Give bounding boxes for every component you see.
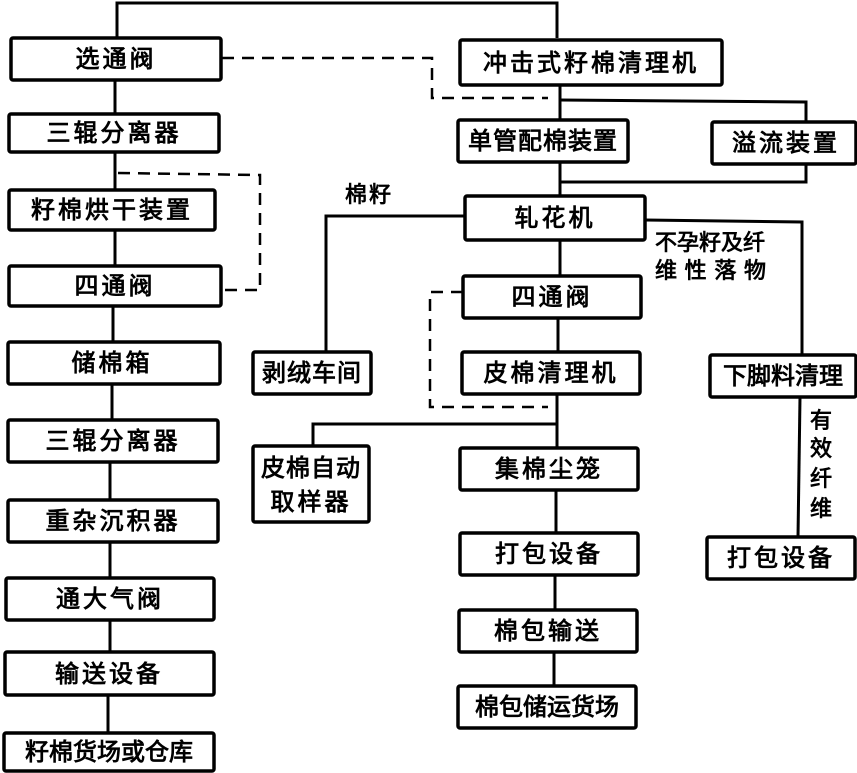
connectors [106,1,808,733]
node-baling-center: 打包设备 [458,531,640,577]
node-label-line2: 取样器 [271,488,352,516]
node-gin: 轧花机 [463,194,647,242]
node-label: 集棉尘笼 [494,455,603,483]
connector-sampler [311,422,557,446]
node-three-roller-2: 三辊分离器 [6,418,220,464]
node-overflow: 溢流装置 [710,120,857,166]
annotation-motes-line1: 不孕籽及纤 [655,230,765,256]
node-dust-cage: 集棉尘笼 [458,446,640,492]
connector-top-loop [115,1,559,38]
node-label: 溢流装置 [732,129,840,157]
dashed-bypass-lint [428,290,548,409]
node-label: 选通阀 [76,45,157,73]
node-label: 籽棉烘干装置 [31,196,193,224]
node-label: 籽棉货场或仓库 [25,738,193,766]
node-impact-cleaner: 冲击式籽棉清理机 [458,38,724,87]
node-label-line1: 皮棉自动 [261,454,361,482]
node-label: 棉包储运货场 [475,693,619,721]
annotation-cottonseed: 棉籽 [345,182,393,208]
connector-overflow-in [559,98,808,122]
node-baling-right: 打包设备 [705,535,857,581]
annotation-fiber-3: 纤 [810,466,834,492]
node-heavy-trash-settler: 重杂沉积器 [6,498,220,544]
node-seedcotton-yard: 籽棉货场或仓库 [2,731,216,773]
annotation-fiber-2: 效 [810,436,834,462]
node-label: 三辊分离器 [46,427,181,455]
node-delinting: 剥绒车间 [251,350,373,396]
node-sel-valve: 选通阀 [9,36,223,82]
node-label: 四通阀 [512,283,593,311]
node-bale-yard: 棉包储运货场 [456,684,638,730]
dashed-bypass-top [222,56,548,100]
node-lint-cleaner: 皮棉清理机 [460,350,642,396]
connector-cottonseed [324,214,465,352]
node-motes-cleaning: 下脚料清理 [708,353,857,399]
node-label: 储棉箱 [72,349,153,377]
node-four-way-valve-center: 四通阀 [461,274,643,320]
node-label: 打包设备 [495,540,603,568]
node-label: 重杂沉积器 [46,507,181,535]
connector-overflow-out [560,162,808,184]
node-bale-conveying: 棉包输送 [457,608,639,654]
annotation-motes-line2: 维 性 落 物 [655,258,766,284]
annotation-fiber-1: 有 [810,408,834,434]
node-label: 下脚料清理 [723,362,843,390]
node-conveyor-left: 输送设备 [3,650,216,697]
node-atmosphere-valve: 通大气阀 [4,576,216,622]
node-label: 三辊分离器 [47,119,182,147]
node-label: 输送设备 [55,660,163,688]
node-auto-sampler: 皮棉自动 取样器 [251,444,371,524]
node-label: 单管配棉装置 [468,127,618,155]
node-label: 棉包输送 [494,617,602,645]
node-label: 剥绒车间 [262,359,362,387]
node-label: 轧花机 [515,204,596,232]
node-three-roller-1: 三辊分离器 [7,112,221,154]
connector-fiber [796,396,802,538]
node-four-way-valve-left: 四通阀 [7,264,223,308]
node-storage-box: 储棉箱 [6,340,222,386]
node-label: 四通阀 [75,272,156,300]
node-label: 打包设备 [727,544,835,572]
node-single-pipe-distributor: 单管配棉装置 [456,118,630,164]
node-label: 通大气阀 [56,585,164,613]
dashed-bypass-dryer [117,171,262,292]
annotation-fiber-4: 维 [810,496,834,522]
node-label: 冲击式籽棉清理机 [483,49,699,77]
connector-motes [644,218,804,355]
node-label: 皮棉清理机 [484,359,619,387]
node-seedcotton-dryer: 籽棉烘干装置 [7,188,217,232]
